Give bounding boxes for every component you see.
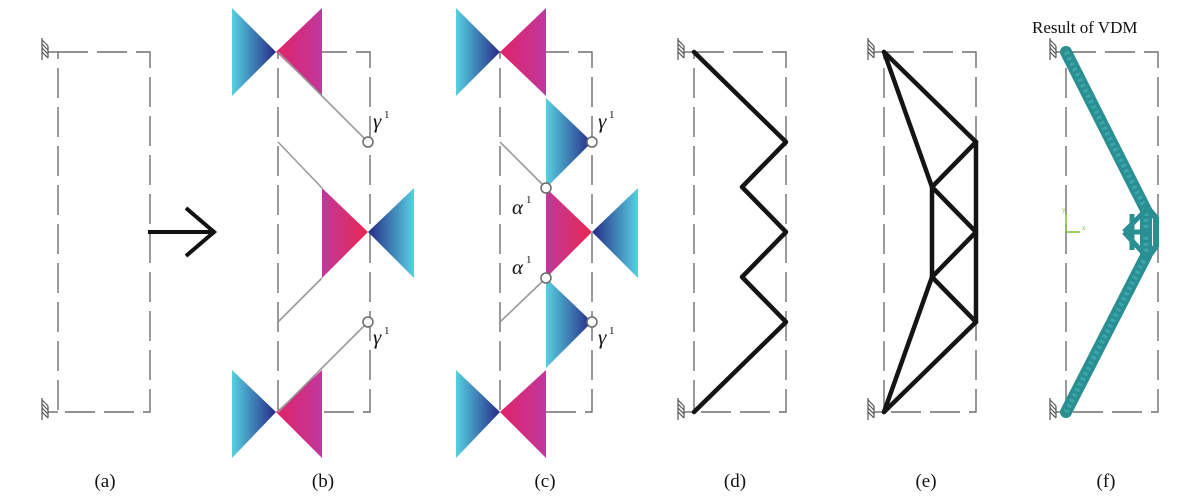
panel-label-f: (f): [1097, 471, 1116, 492]
panel-label-e: (e): [915, 471, 936, 492]
vdm-title: Result of VDM: [1032, 18, 1137, 37]
panel-f: Result of VDM y x (f): [1032, 18, 1159, 492]
gamma-label: γ: [598, 109, 607, 133]
support-icon: [41, 37, 59, 61]
hinge-node: [362, 316, 374, 328]
support-icon: [867, 397, 885, 421]
gamma-superscript: 1: [609, 109, 615, 121]
axis-x-label: x: [1082, 224, 1086, 232]
design-domain-frame: [693, 51, 787, 413]
alpha-label: α: [512, 195, 524, 219]
hinge-node: [362, 136, 374, 148]
support-icon: [677, 397, 695, 421]
axis-y-label: y: [1062, 206, 1066, 214]
hinge-node: [586, 316, 598, 328]
support-icon: [677, 37, 695, 61]
gamma-label: γ: [598, 325, 607, 349]
bowtie-left-triangle: [546, 188, 592, 278]
hinge-node: [540, 182, 552, 194]
bowtie-right-triangle: [500, 8, 546, 96]
support-icon: [867, 37, 885, 61]
member-triangle: [546, 98, 592, 188]
alpha-superscript: 1: [526, 254, 532, 266]
panel-label-a: (a): [94, 471, 115, 492]
panel-e: (e): [867, 37, 979, 492]
truss-structure: [691, 49, 789, 415]
gamma-superscript: 1: [384, 109, 390, 121]
panel-label-c: (c): [534, 471, 555, 492]
support-icon: [41, 397, 59, 421]
right-arrow-icon: [148, 206, 218, 258]
alpha-superscript: 1: [526, 194, 532, 206]
bowtie-right-triangle: [592, 188, 638, 278]
bowtie-right-triangle: [368, 188, 414, 278]
member-triangle: [546, 278, 592, 368]
bowtie-right-triangle: [276, 370, 322, 458]
bowtie-left-triangle: [232, 370, 276, 458]
bowtie-left-triangle: [456, 8, 500, 96]
bowtie-right-triangle: [500, 370, 546, 458]
panel-d: (d): [677, 37, 789, 492]
panel-b: γ 1 γ 1 (b): [232, 8, 414, 492]
axis-triad-icon: y x: [1062, 206, 1086, 233]
hinge-node: [586, 136, 598, 148]
bowtie-left-triangle: [322, 188, 368, 278]
alpha-label: α: [512, 255, 524, 279]
gamma-label: γ: [373, 109, 382, 133]
design-domain-frame: [883, 51, 977, 413]
panel-a: (a): [41, 37, 151, 492]
panel-label-b: (b): [312, 471, 334, 492]
truss-structure: [881, 49, 979, 415]
vdm-optimized-structure: [1060, 46, 1159, 418]
bowtie-left-triangle: [456, 370, 500, 458]
hinge-node: [540, 272, 552, 284]
bowtie-left-triangle: [232, 8, 276, 96]
gamma-label: γ: [373, 325, 382, 349]
gamma-superscript: 1: [384, 325, 390, 337]
bowtie-right-triangle: [276, 8, 322, 96]
panel-c: γ 1 γ 1 α 1 α 1 (c): [456, 8, 638, 492]
design-domain-frame: [57, 51, 151, 413]
gamma-superscript: 1: [609, 325, 615, 337]
design-domain-frame: [277, 51, 371, 413]
panel-label-d: (d): [724, 471, 746, 492]
